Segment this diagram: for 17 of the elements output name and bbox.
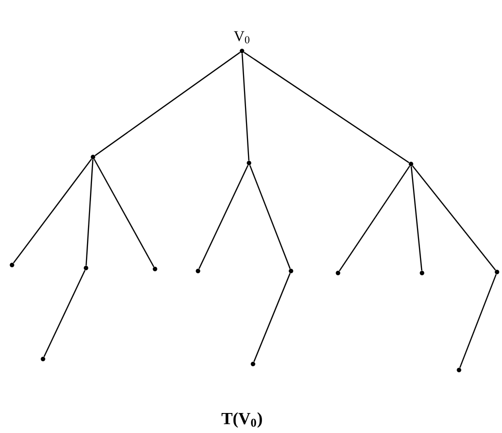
caption: T(V$_{0}$) [222, 412, 262, 428]
tree-edge [86, 159, 94, 266]
tree-edge [12, 158, 92, 264]
node-label: V$_{0}$ [234, 31, 250, 44]
tree-edge [412, 166, 496, 270]
tree-edge [94, 158, 154, 268]
tree-edge [44, 270, 86, 358]
tree-edge [459, 274, 497, 368]
tree-edge [253, 273, 291, 362]
tree-edge [94, 52, 240, 156]
tree-edge [244, 52, 410, 164]
tree-edge [338, 166, 410, 272]
tree-edge [410, 166, 422, 271]
tree-edge [242, 53, 250, 161]
root-vertex: V$_{0}$ [234, 31, 250, 54]
tree-edge [198, 164, 248, 270]
tree-edge [249, 165, 291, 269]
